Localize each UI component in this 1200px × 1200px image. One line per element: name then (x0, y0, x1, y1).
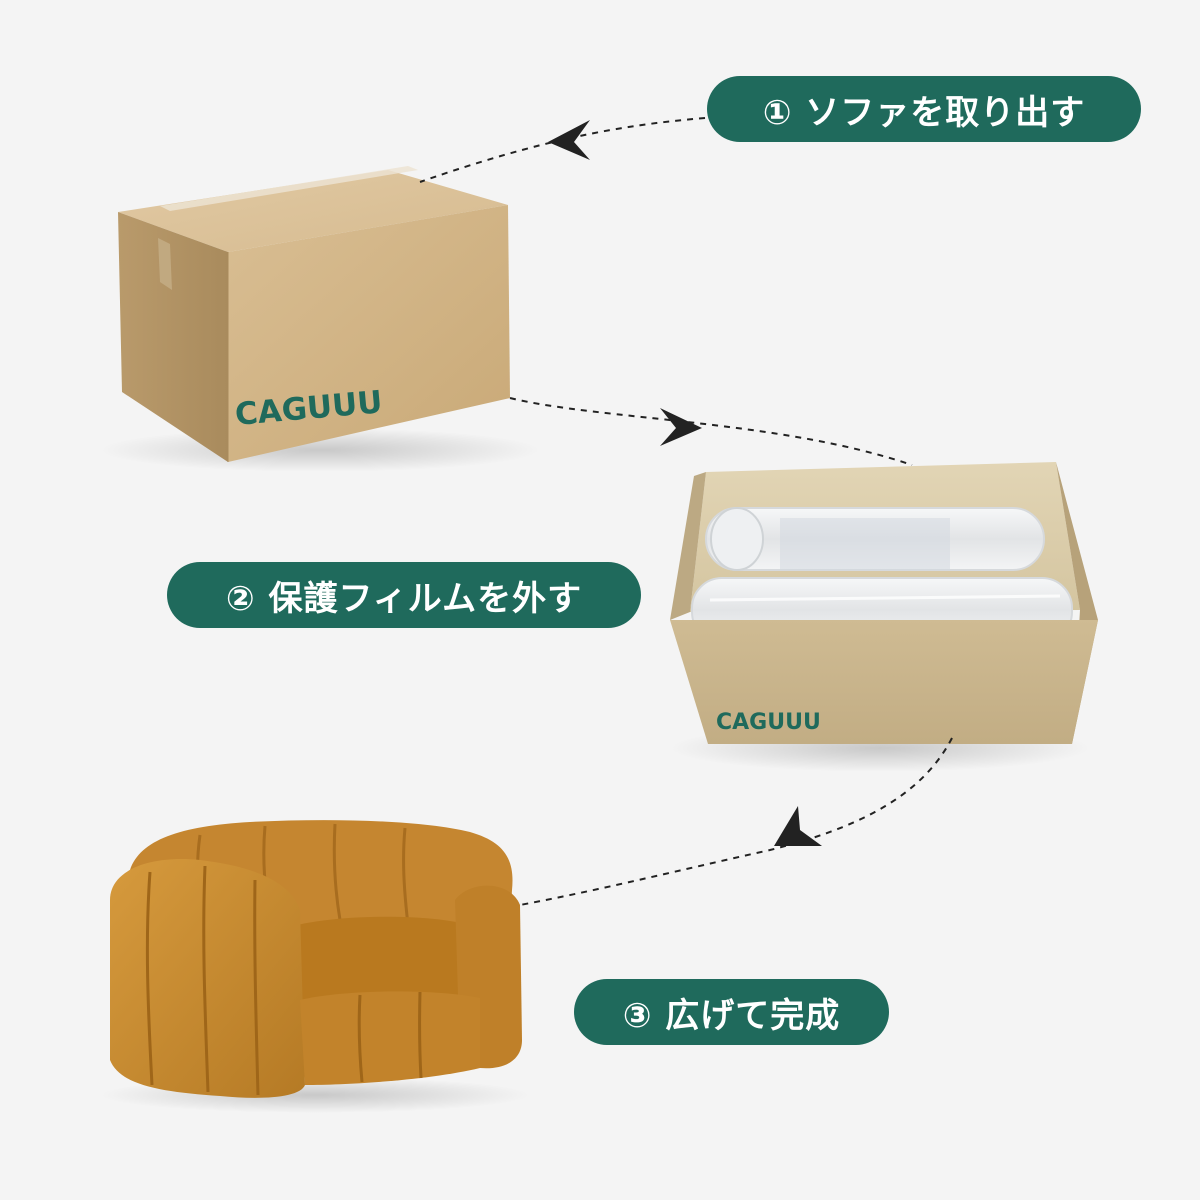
box-front (228, 205, 510, 462)
flow-connectors (419, 117, 953, 906)
connector-2 (509, 397, 913, 466)
arrowhead-left-icon (548, 120, 590, 160)
connector-1 (419, 117, 706, 183)
sofa (100, 820, 530, 1113)
box-left-side (118, 212, 228, 462)
connector-3 (519, 737, 953, 906)
box-top (118, 170, 508, 252)
packing-tape (160, 166, 418, 211)
sofa-seat-front (300, 991, 480, 1085)
step-3-label: ③ 広げて完成 (574, 979, 889, 1045)
step-1-label: ① ソファを取り出す (707, 76, 1141, 142)
step-2-label: ② 保護フィルムを外す (167, 562, 641, 628)
arrowhead-down-left-icon (774, 806, 822, 846)
open-box-logo: CAGUUU (716, 710, 821, 735)
closed-box: CAGUUU (100, 166, 540, 472)
sofa-seat (280, 916, 480, 1005)
arrowhead-right-icon (660, 408, 702, 446)
box-front-open (670, 620, 1098, 744)
open-box: CAGUUU (670, 462, 1098, 772)
